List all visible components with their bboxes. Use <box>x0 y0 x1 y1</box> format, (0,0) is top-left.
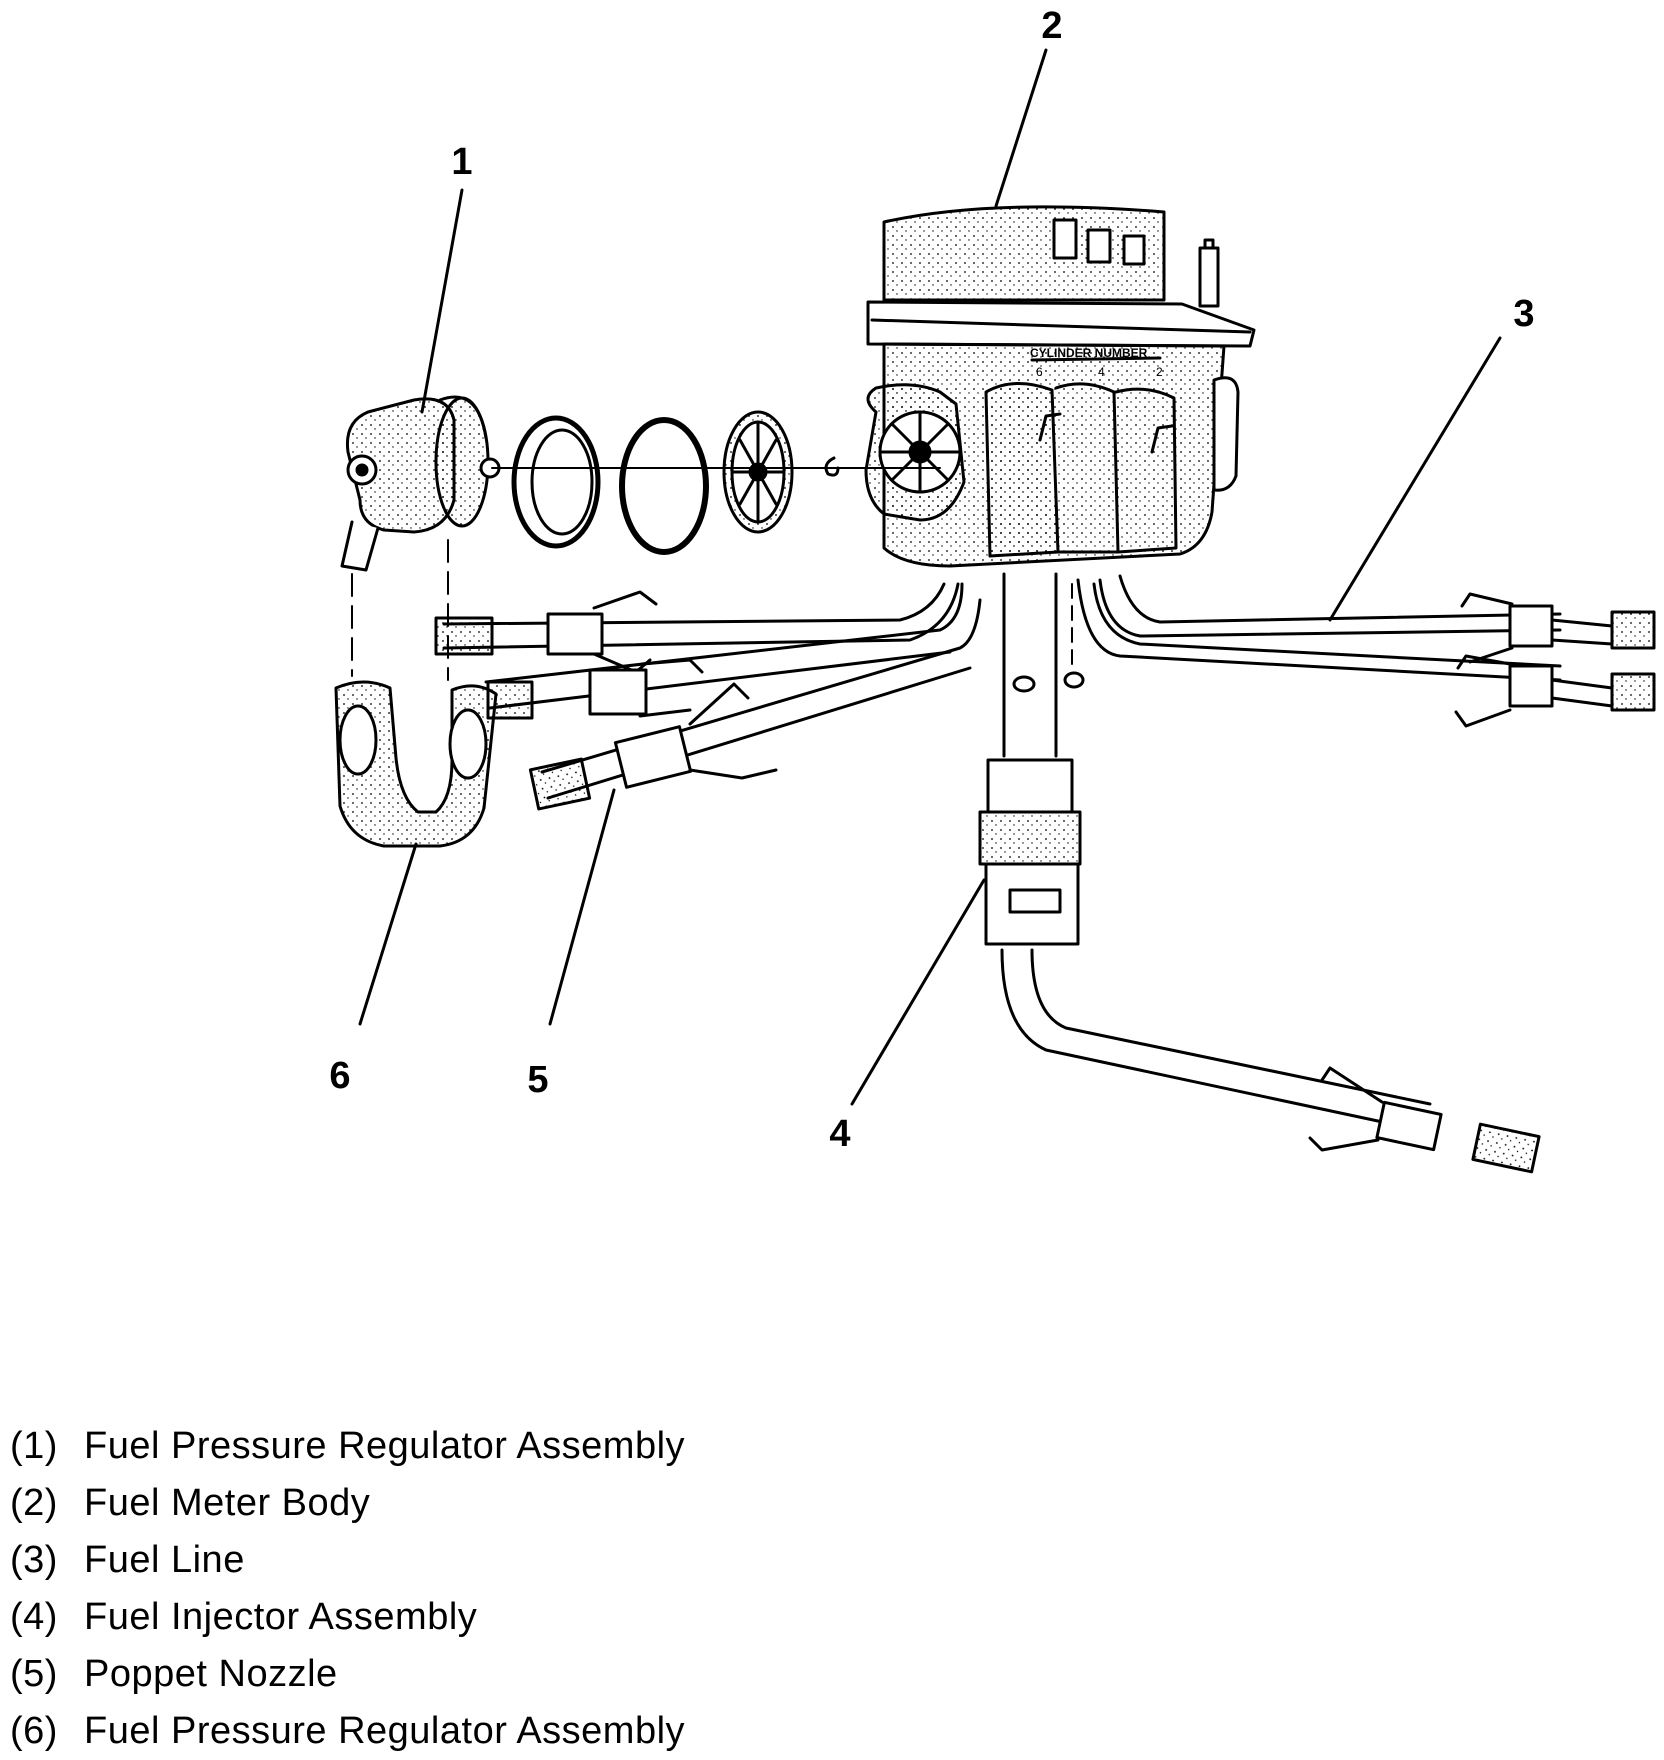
legend-item: (4) Fuel Injector Assembly <box>10 1589 685 1646</box>
callout-leader-2 <box>994 48 1048 208</box>
legend-label: Fuel Injector Assembly <box>84 1596 478 1638</box>
cylinder-number-2: 2 <box>1156 365 1163 379</box>
legend-number: (5) <box>10 1653 58 1695</box>
legend-label: Fuel Pressure Regulator Assembly <box>84 1710 686 1752</box>
poppet-nozzle-line <box>540 598 982 774</box>
fuel-pressure-regulator <box>340 395 501 572</box>
callout-leader-6 <box>358 842 418 1026</box>
callout-number-2: 2 <box>1041 5 1062 47</box>
callout-number-3: 3 <box>1513 293 1534 335</box>
legend-label: Fuel Meter Body <box>84 1482 371 1524</box>
legend-number: (2) <box>10 1482 58 1524</box>
callout-leader-3 <box>1328 336 1502 622</box>
cylinder-number-label: CYLINDER NUMBER <box>1030 346 1148 360</box>
regulator-bracket <box>334 680 498 848</box>
fuel-meter-body: CYLINDER NUMBER 6 4 2 <box>864 205 1256 568</box>
callout-number-6: 6 <box>329 1055 350 1097</box>
regulator-spring <box>824 456 840 477</box>
legend-item: (1) Fuel Pressure Regulator Assembly <box>10 1418 685 1475</box>
legend-item: (5) Poppet Nozzle <box>10 1646 685 1703</box>
parts-legend: (1) Fuel Pressure Regulator Assembly (2) F… <box>10 1418 685 1760</box>
legend-label: Fuel Pressure Regulator Assembly <box>84 1425 686 1467</box>
legend-number: (1) <box>10 1425 58 1467</box>
legend-item: (6) Fuel Pressure Regulator Assembly <box>10 1703 685 1760</box>
callout-leader-5 <box>548 788 616 1026</box>
legend-label: Poppet Nozzle <box>84 1653 338 1695</box>
legend-number: (3) <box>10 1539 58 1581</box>
callout-number-1: 1 <box>451 141 472 183</box>
legend-number: (6) <box>10 1710 58 1752</box>
fuel-injector-assembly <box>978 572 1541 1174</box>
callout-number-4: 4 <box>829 1113 850 1155</box>
exploded-diagram: CYLINDER NUMBER 6 4 2 <box>329 5 1656 1174</box>
legend-number: (4) <box>10 1596 58 1638</box>
callout-number-5: 5 <box>527 1059 548 1101</box>
cylinder-number-6: 6 <box>1036 365 1043 379</box>
callout-leader-1 <box>420 188 464 414</box>
legend-item: (3) Fuel Line <box>10 1532 685 1589</box>
legend-item: (2) Fuel Meter Body <box>10 1475 685 1532</box>
cylinder-number-4: 4 <box>1098 365 1105 379</box>
fuel-lines <box>434 574 1656 811</box>
regulator-o-ring-large <box>511 415 601 549</box>
regulator-filter-screen <box>722 410 794 534</box>
callout-leader-4 <box>850 878 986 1106</box>
regulator-o-ring-small <box>619 417 709 555</box>
legend-label: Fuel Line <box>84 1539 245 1581</box>
